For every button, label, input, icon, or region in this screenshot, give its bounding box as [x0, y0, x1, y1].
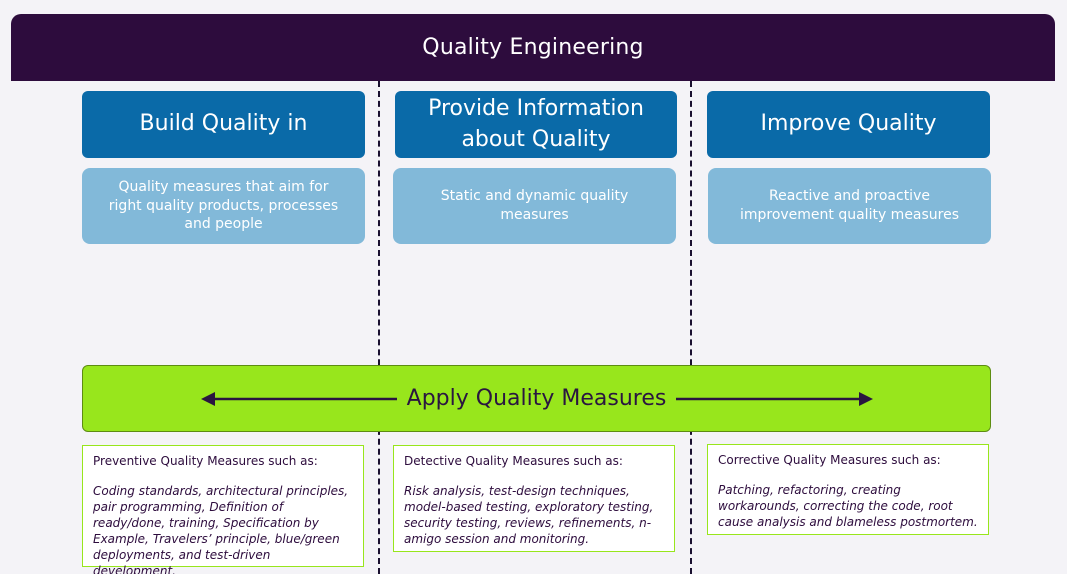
pillar-title: Build Quality in	[139, 111, 308, 137]
pillar-build-quality-in: Build Quality in	[82, 91, 365, 158]
measure-examples: Risk analysis, test-design techniques, m…	[404, 484, 654, 546]
corrective-measures-box: Corrective Quality Measures such as: Pat…	[707, 444, 989, 535]
apply-label: Apply Quality Measures	[396, 386, 677, 411]
column-divider-right	[690, 81, 692, 574]
pillar-improve-quality: Improve Quality	[707, 91, 990, 158]
measure-lead: Detective Quality Measures such as:	[404, 454, 623, 468]
quality-engineering-header: Quality Engineering	[11, 14, 1055, 81]
pillar-title: Improve Quality	[760, 111, 937, 137]
pillar-description-build: Quality measures that aim for right qual…	[82, 168, 365, 244]
pillar-description-improve: Reactive and proactive improvement quali…	[708, 168, 991, 244]
measure-lead: Preventive Quality Measures such as:	[93, 454, 318, 468]
measure-examples: Coding standards, architectural principl…	[93, 484, 349, 574]
preventive-measures-box: Preventive Quality Measures such as: Cod…	[82, 445, 364, 574]
measure-examples: Patching, refactoring, creating workarou…	[718, 483, 978, 529]
detective-measures-box: Detective Quality Measures such as: Risk…	[393, 445, 675, 552]
measure-lead: Corrective Quality Measures such as:	[718, 453, 941, 467]
pillar-description: Static and dynamic quality measures	[440, 188, 629, 223]
pillar-description: Quality measures that aim for right qual…	[108, 178, 339, 233]
pillar-title: Provide Information about Quality	[428, 96, 644, 152]
apply-quality-measures-bar: Apply Quality Measures	[82, 365, 991, 432]
header-title: Quality Engineering	[422, 35, 644, 60]
pillar-description-provide: Static and dynamic quality measures	[393, 168, 676, 244]
pillar-description: Reactive and proactive improvement quali…	[739, 188, 960, 223]
column-divider-left	[378, 81, 380, 574]
pillar-provide-information: Provide Information about Quality	[395, 91, 677, 158]
